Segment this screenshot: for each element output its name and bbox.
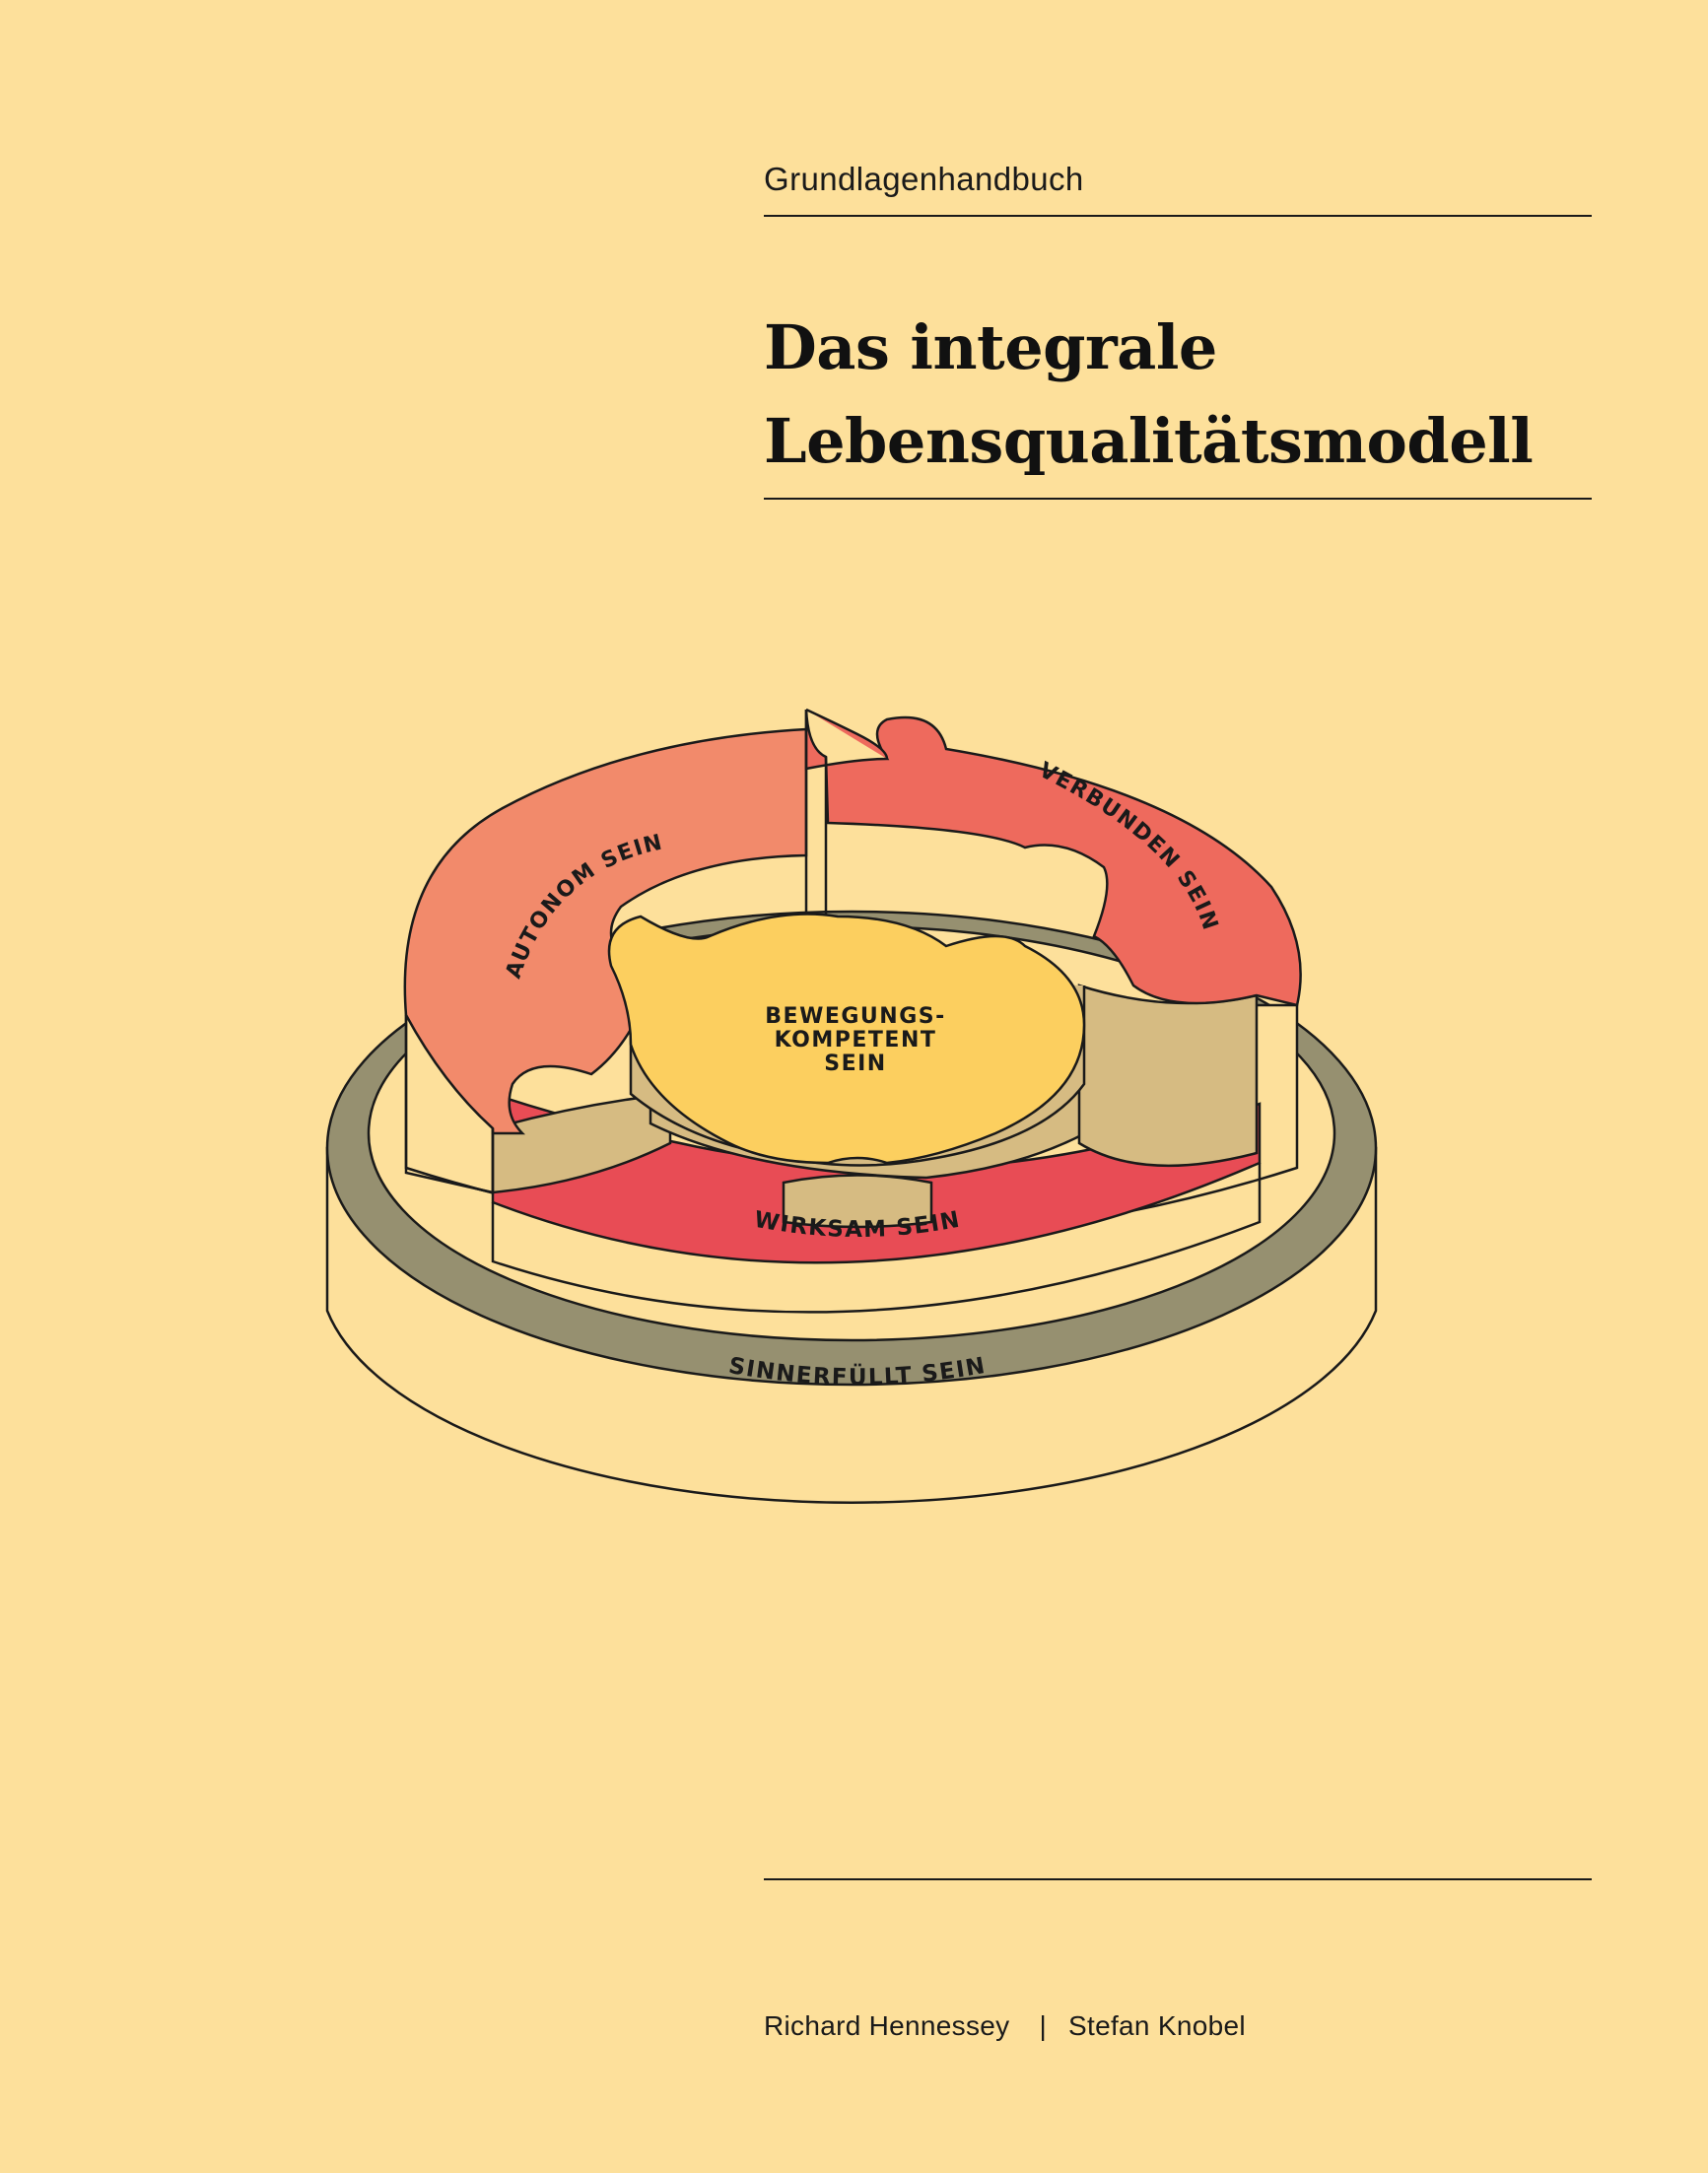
segment-autonom <box>403 727 808 1194</box>
divider-bottom <box>764 1878 1592 1880</box>
title-line-1: Das integrale <box>764 311 1217 383</box>
book-title: Das integrale Lebensqualitätsmodell <box>764 301 1534 488</box>
divider-top <box>764 215 1592 217</box>
author-1: Richard Hennessey <box>764 2010 1010 2041</box>
label-center-line2: KOMPETENT <box>775 1028 937 1053</box>
label-center-line3: SEIN <box>824 1052 886 1076</box>
authors: Richard Hennessey | Stefan Knobel <box>764 2010 1246 2042</box>
author-2: Stefan Knobel <box>1068 2010 1246 2041</box>
title-line-2: Lebensqualitätsmodell <box>764 405 1534 477</box>
divider-title <box>764 498 1592 500</box>
segment-verbunden <box>804 708 1302 1007</box>
label-center-line1: BEWEGUNGS- <box>765 1004 945 1029</box>
author-separator: | <box>1039 2010 1048 2041</box>
center-bewegungskompetent <box>607 913 1086 1167</box>
book-subtitle: Grundlagenhandbuch <box>764 161 1084 197</box>
